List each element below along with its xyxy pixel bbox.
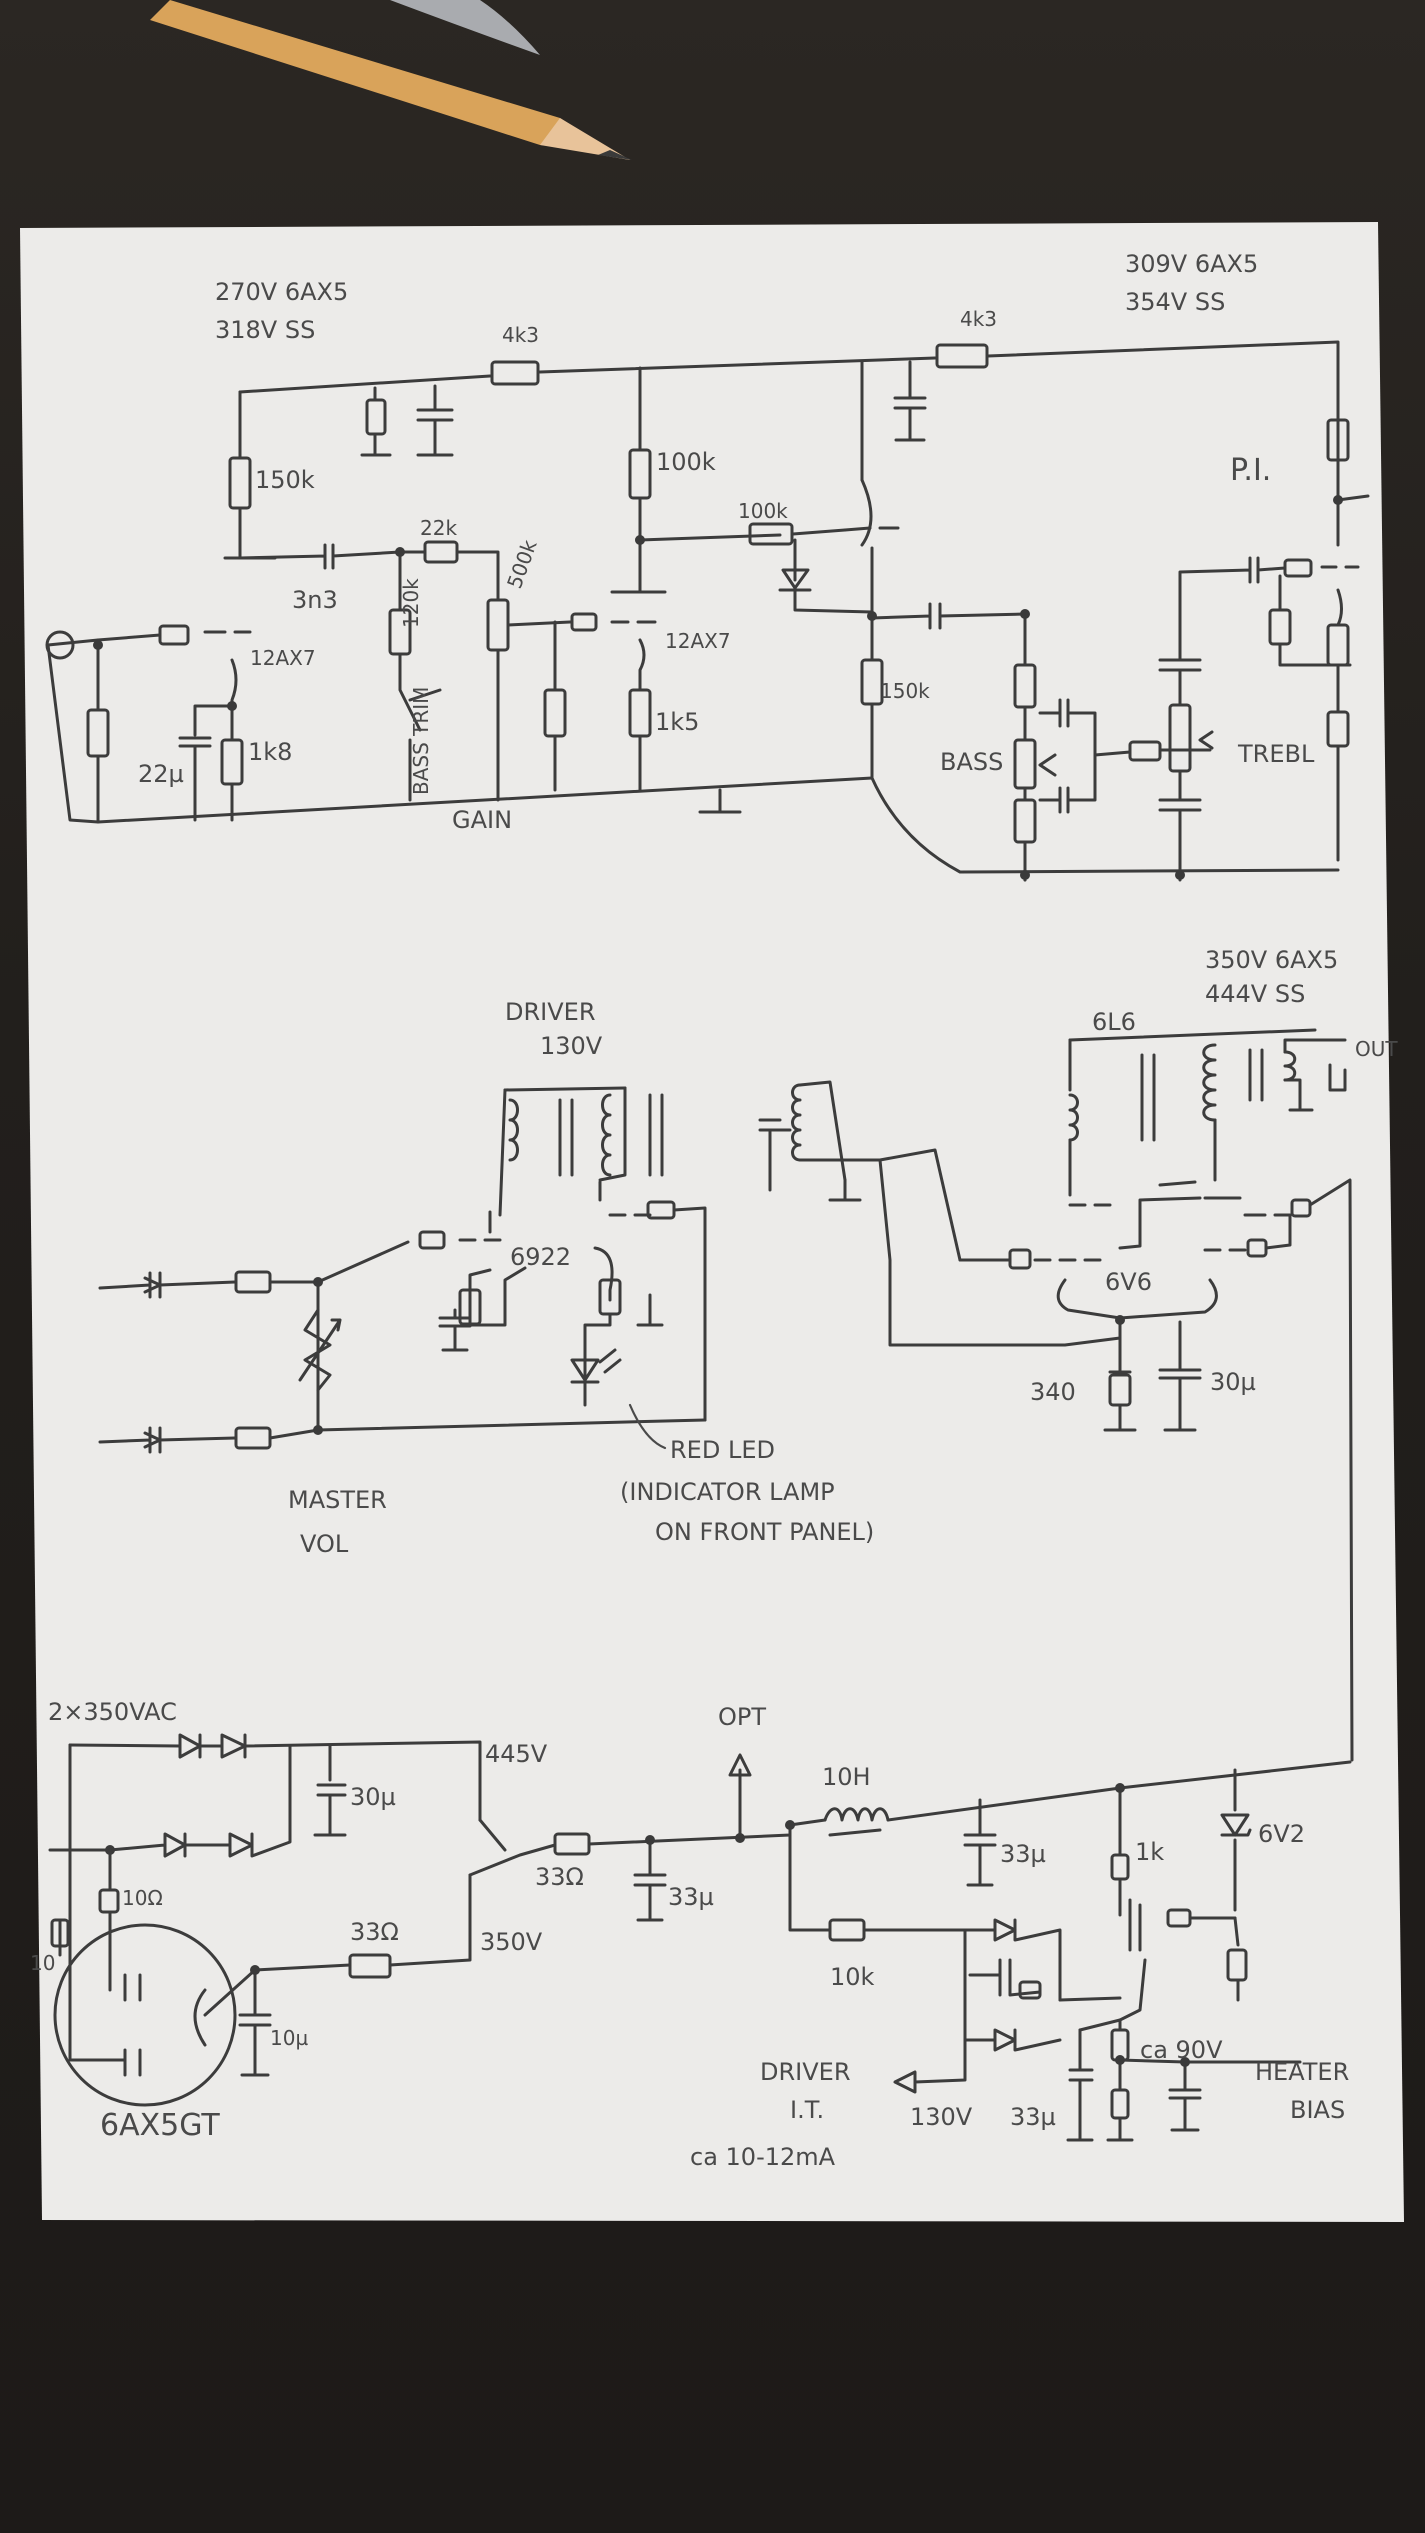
label-150k-cathode: 150k — [880, 679, 930, 703]
label-bass-trim: BASS TRIM — [409, 687, 433, 795]
power-amp-section — [98, 1028, 1354, 1762]
label-gain: GAIN — [452, 806, 512, 834]
label-6922: 6922 — [510, 1243, 571, 1271]
label-master-1: MASTER — [288, 1486, 387, 1514]
label-3n3: 3n3 — [292, 586, 338, 614]
label-4k3-left: 4k3 — [502, 323, 539, 347]
preamp-section — [45, 340, 1370, 882]
label-10-a: 10Ω — [122, 1886, 163, 1910]
paper-sheet — [20, 222, 1404, 2222]
label-6v6: 6V6 — [1105, 1268, 1152, 1296]
label-4k3-right: 4k3 — [960, 307, 997, 331]
label-driver-it-1: DRIVER — [760, 2058, 851, 2086]
label-supply-out-2: 444V SS — [1205, 980, 1305, 1008]
label-mains: 2×350VAC — [48, 1698, 177, 1726]
supply-top-left-2: 318V SS — [215, 316, 315, 344]
label-supply-out-1: 350V 6AX5 — [1205, 946, 1338, 974]
psu-section — [48, 1733, 1352, 2142]
label-100k-grid: 100k — [738, 499, 788, 523]
label-33u-a: 33µ — [668, 1883, 714, 1911]
supply-top-left-1: 270V 6AX5 — [215, 278, 348, 306]
label-150k-plate: 150k — [255, 466, 315, 494]
label-33u-b: 33µ — [1000, 1840, 1046, 1868]
label-10k: 10k — [830, 1963, 875, 1991]
label-10-b: 10 — [30, 1951, 55, 1975]
label-heater-2: BIAS — [1290, 2096, 1345, 2124]
label-1k5: 1k5 — [655, 708, 699, 736]
label-30u: 30µ — [1210, 1368, 1256, 1396]
label-out: OUT — [1355, 1037, 1398, 1061]
label-6l6: 6L6 — [1092, 1008, 1136, 1036]
label-opt: OPT — [718, 1703, 766, 1731]
supply-top-right-1: 309V 6AX5 — [1125, 250, 1258, 278]
label-10h: 10H — [822, 1763, 871, 1791]
supply-top-right-2: 354V SS — [1125, 288, 1225, 316]
label-445v: 445V — [485, 1740, 548, 1768]
label-red-led-2: (INDICATOR LAMP — [620, 1478, 835, 1506]
label-tube-v2: 12AX7 — [665, 629, 731, 653]
label-red-led-1: RED LED — [670, 1436, 775, 1464]
label-master-2: VOL — [300, 1530, 349, 1558]
label-33-a: 33Ω — [535, 1863, 584, 1891]
label-1k: 1k — [1135, 1838, 1164, 1866]
label-22k: 22k — [420, 516, 457, 540]
label-130v: 130V — [910, 2103, 973, 2131]
label-bass: BASS — [940, 748, 1003, 776]
label-rectifier: 6AX5GT — [100, 2108, 220, 2143]
label-1k8: 1k8 — [248, 738, 292, 766]
label-33u-c: 33µ — [1010, 2103, 1056, 2131]
label-heater-1: HEATER — [1255, 2058, 1349, 2086]
label-tube-v1: 12AX7 — [250, 646, 316, 670]
label-pi: P.I. — [1230, 453, 1271, 488]
label-350v: 350V — [480, 1928, 543, 1956]
label-10u: 10µ — [270, 2026, 308, 2050]
label-current: ca 10-12mA — [690, 2143, 836, 2171]
label-driver-2: 130V — [540, 1032, 603, 1060]
label-30u-psu: 30µ — [350, 1783, 396, 1811]
label-100k-plate: 100k — [656, 448, 716, 476]
labels: 270V 6AX5 318V SS 309V 6AX5 354V SS 4k3 … — [30, 250, 1398, 2171]
pencil — [150, 0, 632, 160]
label-22u: 22µ — [138, 760, 184, 788]
label-driver-1: DRIVER — [505, 998, 596, 1026]
label-33-b: 33Ω — [350, 1918, 399, 1946]
label-driver-it-2: I.T. — [790, 2096, 824, 2124]
label-ca90v: ca 90V — [1140, 2036, 1223, 2064]
label-treble: TREBL — [1237, 740, 1315, 768]
label-red-led-3: ON FRONT PANEL) — [655, 1518, 874, 1546]
label-120k: 120k — [399, 578, 423, 628]
label-340: 340 — [1030, 1378, 1076, 1406]
label-6v2: 6V2 — [1258, 1820, 1305, 1848]
